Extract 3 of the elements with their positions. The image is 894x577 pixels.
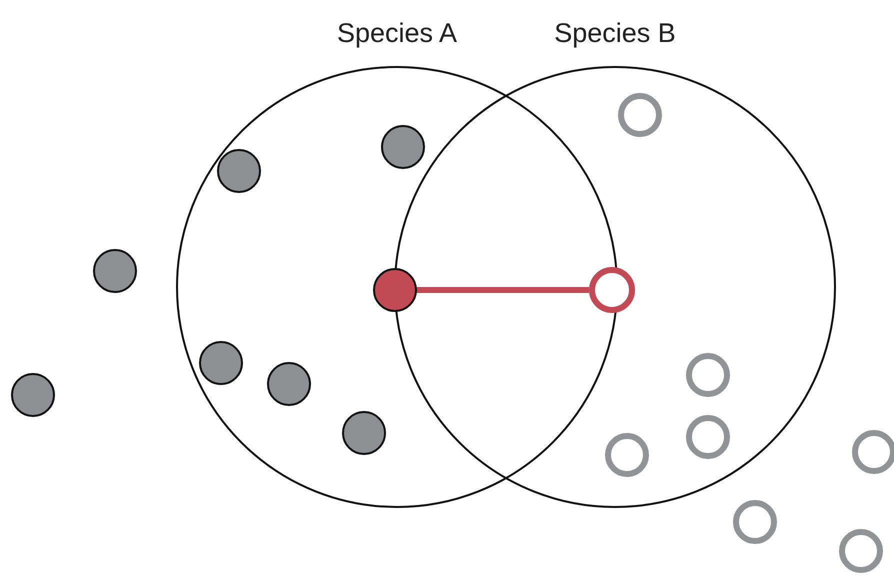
species-label: Species B <box>554 17 676 50</box>
species-label: Species A <box>336 17 458 50</box>
connector-line <box>416 287 589 293</box>
